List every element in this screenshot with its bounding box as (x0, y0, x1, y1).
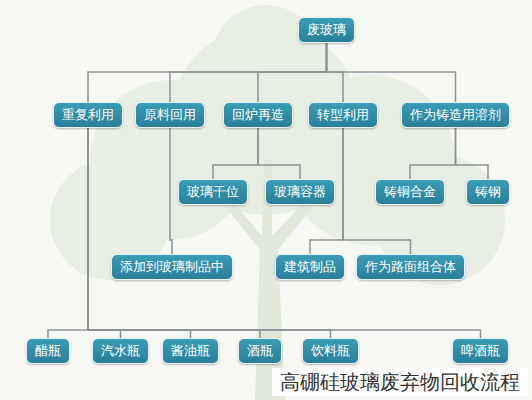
process-box: 回炉再造 (223, 102, 293, 128)
process-box: 转型利用 (308, 102, 378, 128)
box-label: 啤酒瓶 (461, 343, 500, 358)
box-label: 玻璃干位 (187, 184, 239, 199)
box-label: 玻璃容器 (274, 184, 326, 199)
tree-connector (258, 128, 300, 179)
box-label: 醋瓶 (35, 343, 61, 358)
process-box: 酱油瓶 (162, 338, 219, 364)
process-box: 酒瓶 (238, 338, 282, 364)
tree-connector (258, 43, 327, 102)
process-box: 原料回用 (135, 102, 205, 128)
box-label: 铸钢 (475, 184, 501, 199)
process-box: 作为铸造用溶剂 (401, 102, 510, 128)
box-label: 建筑制品 (284, 259, 336, 274)
process-box: 废玻璃 (298, 17, 355, 43)
tree-connector (170, 43, 327, 102)
process-box: 醋瓶 (26, 338, 70, 364)
box-label: 作为铸造用溶剂 (410, 107, 501, 122)
process-box: 建筑制品 (275, 254, 345, 280)
box-label: 添加到玻璃制品中 (120, 259, 224, 274)
process-box: 玻璃干位 (178, 179, 248, 205)
box-label: 回炉再造 (232, 107, 284, 122)
process-box: 作为路面组合体 (356, 254, 465, 280)
process-box: 汽水瓶 (92, 338, 149, 364)
process-box: 添加到玻璃制品中 (111, 254, 233, 280)
box-label: 铸铜合金 (384, 184, 436, 199)
process-box: 铸铜合金 (375, 179, 445, 205)
process-box: 啤酒瓶 (452, 338, 509, 364)
box-label: 重复利用 (62, 107, 114, 122)
tree-connector (88, 43, 327, 102)
box-label: 酒瓶 (247, 343, 273, 358)
box-label: 酱油瓶 (171, 343, 210, 358)
tree-connector (88, 128, 260, 338)
box-label: 汽水瓶 (101, 343, 140, 358)
tree-connector (410, 128, 456, 179)
process-box: 饮料瓶 (302, 338, 359, 364)
box-label: 原料回用 (144, 107, 196, 122)
tree-connector (213, 128, 258, 179)
tree-connector (170, 128, 172, 254)
tree-connector (456, 128, 489, 179)
tree-connector (48, 128, 88, 338)
tree-connector (88, 128, 481, 338)
tree-connector (327, 43, 456, 102)
box-label: 转型利用 (317, 107, 369, 122)
process-box: 重复利用 (53, 102, 123, 128)
tree-connector (88, 128, 331, 338)
box-label: 作为路面组合体 (365, 259, 456, 274)
box-label: 废玻璃 (307, 22, 346, 37)
process-box: 玻璃容器 (265, 179, 335, 205)
tree-connector (88, 128, 191, 338)
process-box: 铸钢 (466, 179, 510, 205)
box-label: 饮料瓶 (311, 343, 350, 358)
figure-caption: 高硼硅玻璃废弃物回收流程 (272, 368, 528, 396)
tree-connector (88, 128, 121, 338)
